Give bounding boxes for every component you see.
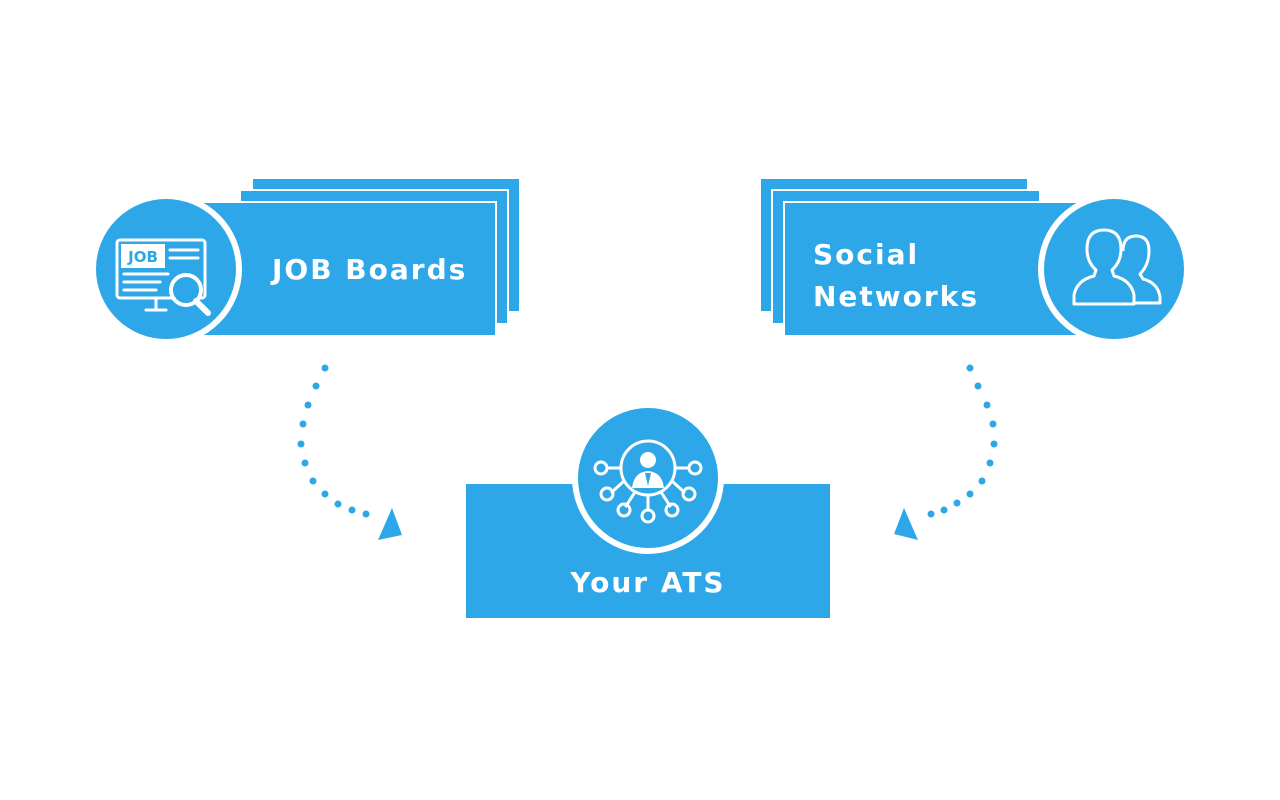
job-search-monitor-icon: JOB: [115, 238, 211, 316]
job-boards-node: JOB: [90, 177, 521, 345]
arrowhead: [894, 508, 918, 540]
social-networks-node: [759, 177, 1190, 345]
social-networks-label-line1: Social: [813, 238, 920, 271]
ats-label: Your ATS: [570, 566, 726, 599]
edge-social-networks-to-ats: [894, 364, 998, 540]
ats-node: [466, 402, 830, 618]
job-boards-label: JOB Boards: [272, 253, 468, 286]
network-person-icon: [593, 439, 703, 524]
arrowhead: [378, 508, 402, 540]
social-networks-label: Social Networks: [813, 234, 979, 318]
edge-job-boards-to-ats: [297, 364, 402, 540]
users-group-icon: [1072, 228, 1162, 306]
job-boards-card-stack: [197, 177, 521, 337]
job-icon-text: JOB: [127, 248, 158, 266]
job-boards-icon-circle: [90, 193, 242, 345]
social-networks-card-stack: [759, 177, 1083, 337]
social-networks-label-line2: Networks: [813, 280, 980, 313]
